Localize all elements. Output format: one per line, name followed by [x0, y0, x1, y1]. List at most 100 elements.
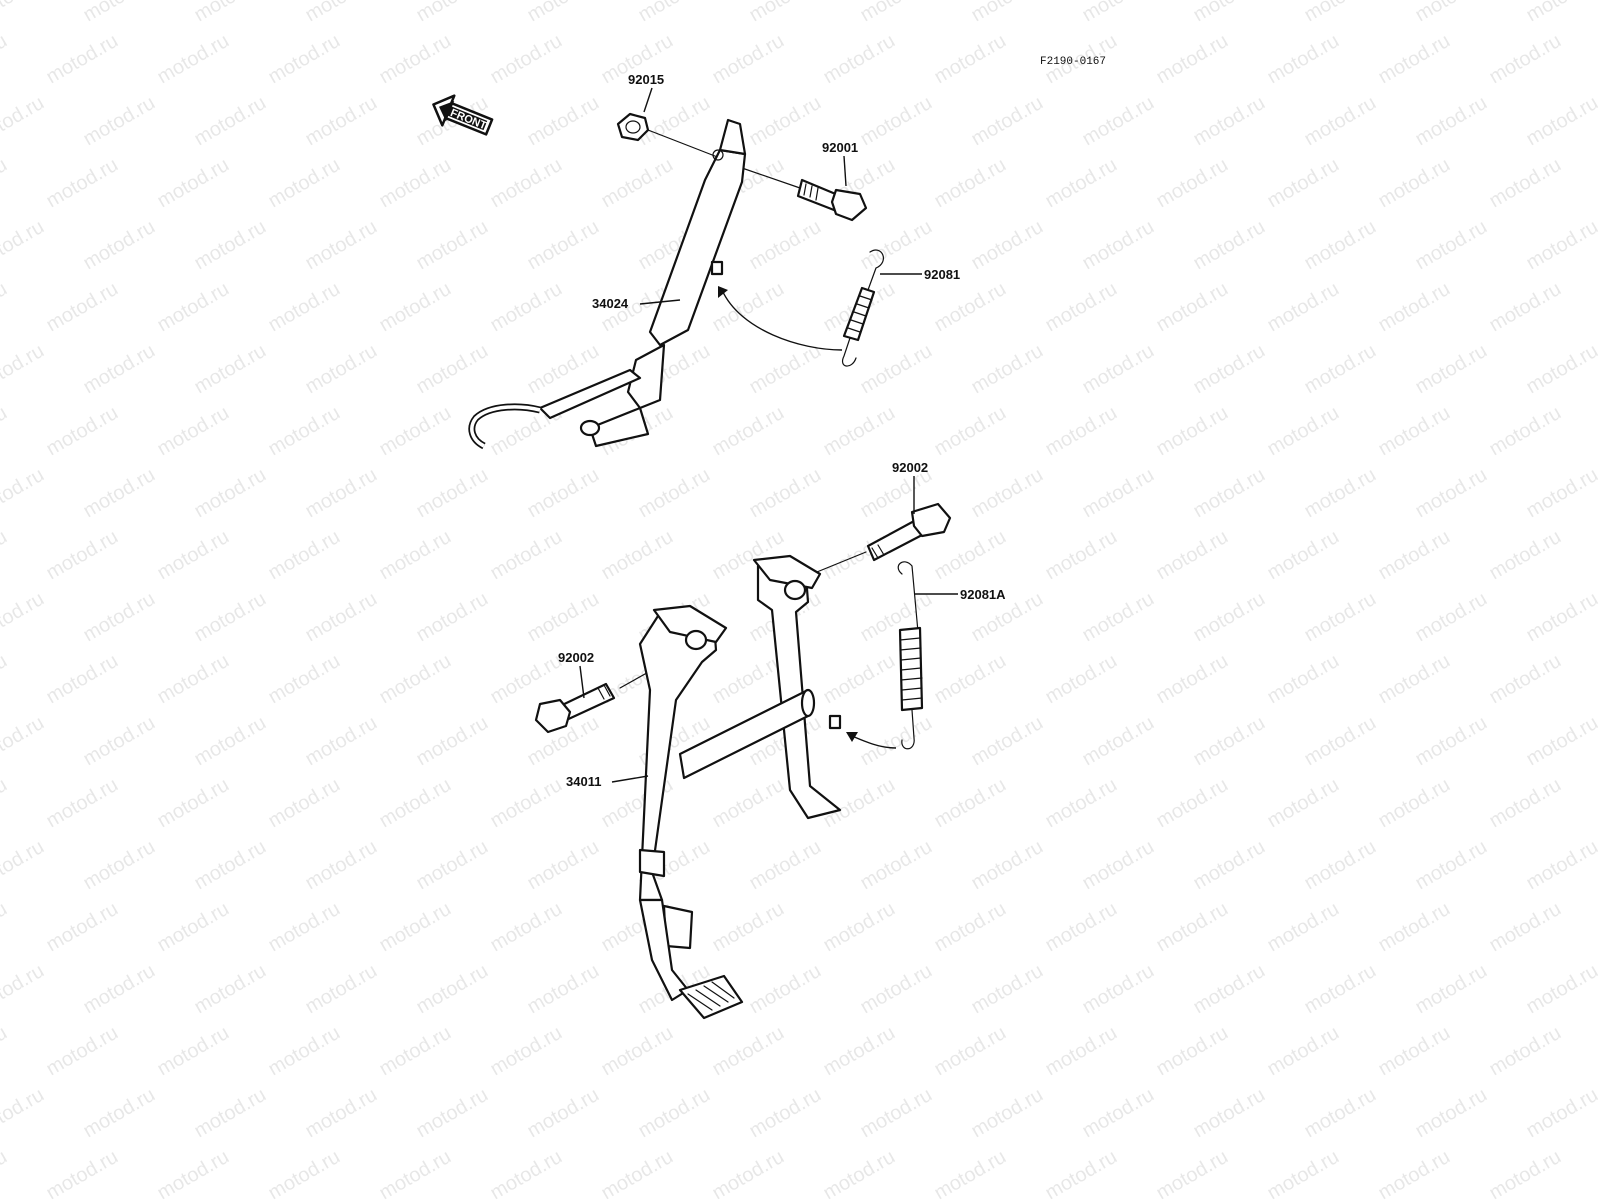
watermark-text: motod.ru	[1190, 1084, 1269, 1143]
watermark-text: motod.ru	[1079, 588, 1158, 647]
watermark-text: motod.ru	[376, 402, 455, 461]
watermark-text: motod.ru	[1153, 278, 1232, 337]
callout-34011: 34011	[566, 774, 601, 789]
watermark-text: motod.ru	[265, 30, 344, 89]
watermark-text: motod.ru	[0, 0, 48, 26]
watermark-text: motod.ru	[1523, 960, 1600, 1019]
watermark-text: motod.ru	[43, 30, 122, 89]
watermark-text: motod.ru	[1301, 92, 1380, 151]
watermark-text: motod.ru	[191, 960, 270, 1019]
watermark-text: motod.ru	[1042, 278, 1121, 337]
watermark-text: motod.ru	[709, 898, 788, 957]
watermark-text: motod.ru	[746, 92, 825, 151]
watermark-text: motod.ru	[191, 1084, 270, 1143]
watermark-text: motod.ru	[857, 836, 936, 895]
watermark-text: motod.ru	[413, 340, 492, 399]
callout-92001: 92001	[822, 140, 858, 155]
watermark-text: motod.ru	[154, 526, 233, 585]
watermark-text: motod.ru	[1486, 278, 1565, 337]
watermark-text: motod.ru	[1486, 1146, 1565, 1200]
watermark-text: motod.ru	[80, 836, 159, 895]
watermark-text: motod.ru	[598, 526, 677, 585]
watermark-text: motod.ru	[1523, 216, 1600, 275]
watermark-text: motod.ru	[302, 0, 381, 26]
watermark-text: motod.ru	[1079, 712, 1158, 771]
watermark-text: motod.ru	[1486, 526, 1565, 585]
watermark-text: motod.ru	[154, 30, 233, 89]
watermark-text: motod.ru	[709, 30, 788, 89]
watermark-text: motod.ru	[43, 898, 122, 957]
watermark-text: motod.ru	[43, 402, 122, 461]
watermark-text: motod.ru	[1042, 898, 1121, 957]
watermark-text: motod.ru	[487, 526, 566, 585]
watermark-text: motod.ru	[1153, 30, 1232, 89]
watermark-text: motod.ru	[1264, 278, 1343, 337]
watermark-text: motod.ru	[524, 216, 603, 275]
side-stand-assembly	[468, 112, 885, 450]
watermark-text: motod.ru	[746, 340, 825, 399]
watermark-text: motod.ru	[1153, 650, 1232, 709]
watermark-text: motod.ru	[191, 0, 270, 26]
watermark-text: motod.ru	[265, 278, 344, 337]
watermark-text: motod.ru	[413, 960, 492, 1019]
watermark-text: motod.ru	[1042, 402, 1121, 461]
watermark-text: motod.ru	[1264, 154, 1343, 213]
watermark-text: motod.ru	[376, 1146, 455, 1200]
watermark-text: motod.ru	[0, 774, 11, 833]
watermark-text: motod.ru	[1301, 340, 1380, 399]
watermark-text: motod.ru	[931, 154, 1010, 213]
watermark-text: motod.ru	[598, 1146, 677, 1200]
watermark-text: motod.ru	[931, 526, 1010, 585]
watermark-text: motod.ru	[1190, 340, 1269, 399]
watermark-text: motod.ru	[191, 464, 270, 523]
watermark-text: motod.ru	[1301, 216, 1380, 275]
watermark-text: motod.ru	[524, 588, 603, 647]
watermark-text: motod.ru	[1375, 774, 1454, 833]
watermark-text: motod.ru	[265, 1022, 344, 1081]
watermark-text: motod.ru	[968, 960, 1047, 1019]
watermark-text: motod.ru	[413, 0, 492, 26]
watermark-text: motod.ru	[635, 1084, 714, 1143]
watermark-text: motod.ru	[1597, 154, 1600, 213]
watermark-text: motod.ru	[1153, 526, 1232, 585]
watermark-text: motod.ru	[487, 30, 566, 89]
watermark-text: motod.ru	[80, 464, 159, 523]
watermark-text: motod.ru	[43, 1146, 122, 1200]
watermark-text: motod.ru	[1190, 92, 1269, 151]
watermark-text: motod.ru	[931, 898, 1010, 957]
watermark-text: motod.ru	[1190, 464, 1269, 523]
watermark-text: motod.ru	[524, 1084, 603, 1143]
watermark-text: motod.ru	[154, 154, 233, 213]
callout-92002-right: 92002	[892, 460, 928, 475]
watermark-text: motod.ru	[265, 402, 344, 461]
watermark-text: motod.ru	[302, 712, 381, 771]
watermark-text: motod.ru	[1597, 898, 1600, 957]
watermark-text: motod.ru	[598, 1022, 677, 1081]
watermark-text: motod.ru	[1375, 650, 1454, 709]
watermark-text: motod.ru	[1301, 0, 1380, 26]
watermark-text: motod.ru	[1190, 836, 1269, 895]
watermark-text: motod.ru	[43, 774, 122, 833]
watermark-text: motod.ru	[820, 650, 899, 709]
watermark-text: motod.ru	[1597, 278, 1600, 337]
watermark-text: motod.ru	[191, 836, 270, 895]
watermark-text: motod.ru	[302, 588, 381, 647]
watermark-text: motod.ru	[1079, 92, 1158, 151]
watermark-text: motod.ru	[80, 92, 159, 151]
nut-icon	[616, 112, 721, 159]
watermark-text: motod.ru	[1042, 774, 1121, 833]
watermark-text: motod.ru	[302, 960, 381, 1019]
watermark-text: motod.ru	[931, 774, 1010, 833]
watermark-text: motod.ru	[1412, 92, 1491, 151]
watermark-text: motod.ru	[635, 0, 714, 26]
watermark-text: motod.ru	[1412, 340, 1491, 399]
watermark-text: motod.ru	[154, 278, 233, 337]
watermark-text: motod.ru	[1523, 712, 1600, 771]
watermark-text: motod.ru	[1597, 650, 1600, 709]
watermark-text: motod.ru	[487, 650, 566, 709]
watermark-text: motod.ru	[302, 340, 381, 399]
watermark-text: motod.ru	[1375, 526, 1454, 585]
watermark-text: motod.ru	[1042, 526, 1121, 585]
watermark-text: motod.ru	[1412, 960, 1491, 1019]
